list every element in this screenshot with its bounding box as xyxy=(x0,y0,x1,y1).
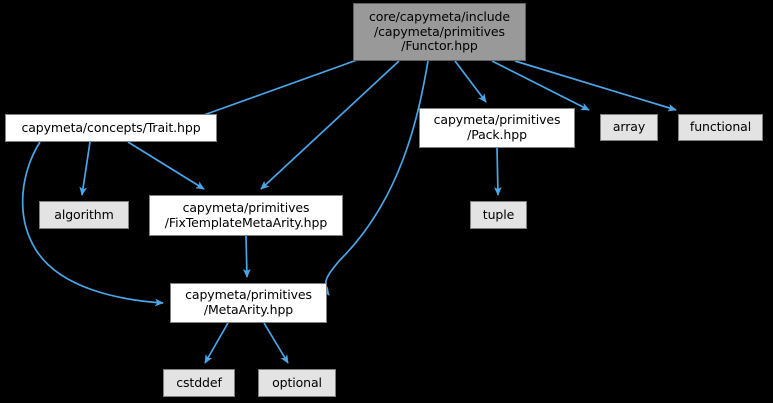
edge-functor-to-pack xyxy=(454,60,487,103)
edge-fixtemplate-to-metaarity xyxy=(242,235,251,278)
graph-node-metaarity[interactable]: capymeta/primitives /MetaArity.hpp xyxy=(170,283,327,323)
graph-node-cstddef[interactable]: cstddef xyxy=(163,369,235,397)
graph-node-functional[interactable]: functional xyxy=(678,114,763,141)
edge-trait-to-algorithm xyxy=(79,141,91,196)
edge-functor-to-array xyxy=(491,60,590,111)
graph-node-fixtemplate[interactable]: capymeta/primitives /FixTemplateMetaArit… xyxy=(149,195,343,236)
graph-node-algorithm[interactable]: algorithm xyxy=(39,201,129,229)
edge-functor-to-functional xyxy=(514,60,677,112)
graph-node-pack[interactable]: capymeta/primitives /Pack.hpp xyxy=(419,108,575,148)
edge-trait-to-fixtemplate xyxy=(127,141,205,190)
edge-metaarity-to-optional xyxy=(263,322,289,364)
graph-node-optional[interactable]: optional xyxy=(258,369,336,397)
edge-metaarity-to-cstddef xyxy=(204,322,229,364)
edge-functor-to-metaarity xyxy=(321,60,429,296)
edge-pack-to-tuple xyxy=(493,147,502,196)
edge-functor-to-fixtemplate xyxy=(260,60,400,190)
graph-node-array[interactable]: array xyxy=(600,114,658,141)
graph-node-tuple[interactable]: tuple xyxy=(470,201,527,229)
graph-node-functor: core/capymeta/include /capymeta/primitiv… xyxy=(353,3,526,61)
graph-node-trait[interactable]: capymeta/concepts/Trait.hpp xyxy=(5,114,217,142)
